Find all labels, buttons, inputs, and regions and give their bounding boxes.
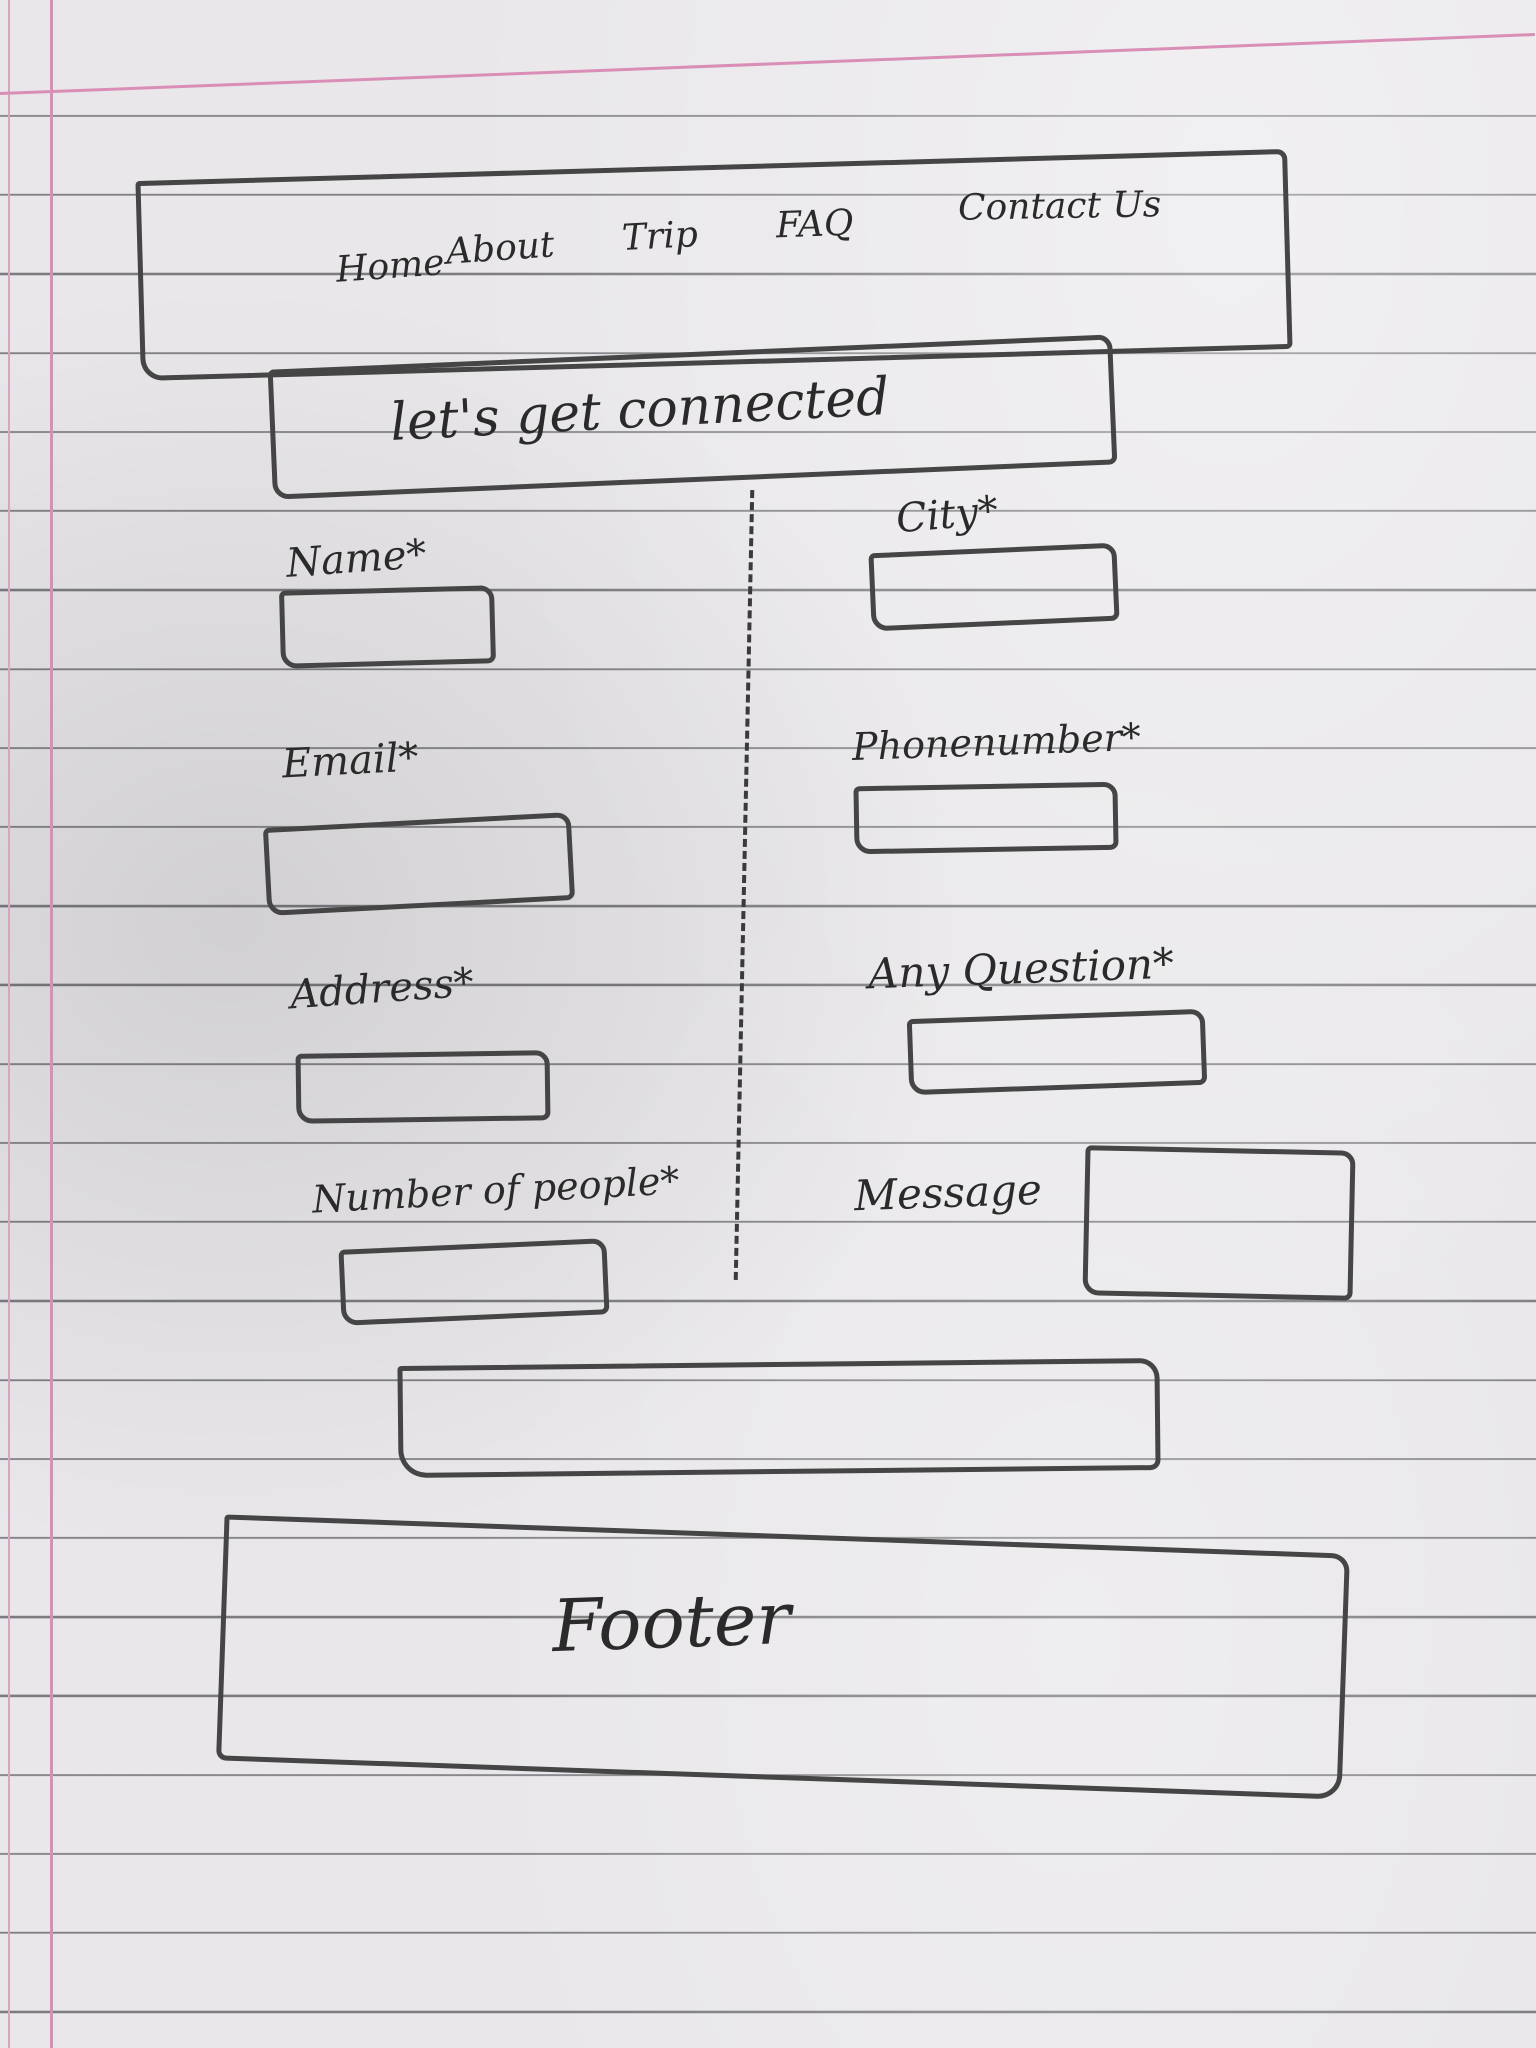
phone-number-input[interactable] bbox=[853, 781, 1119, 855]
nav-link-about[interactable]: About bbox=[444, 224, 556, 273]
paper-margin-line bbox=[50, 0, 53, 2048]
email-label: Email* bbox=[280, 734, 420, 788]
nav-link-trip[interactable]: Trip bbox=[620, 214, 699, 259]
nav-link-home[interactable]: Home bbox=[334, 242, 446, 291]
number-of-people-label: Number of people* bbox=[311, 1158, 681, 1222]
footer-label: Footer bbox=[550, 1575, 793, 1669]
email-input[interactable] bbox=[262, 812, 576, 916]
submit-button[interactable] bbox=[397, 1358, 1161, 1478]
paper-top-margin-line bbox=[0, 33, 1535, 95]
address-label: Address* bbox=[288, 959, 476, 1019]
any-question-input[interactable] bbox=[906, 1008, 1208, 1096]
paper-margin-line-outer bbox=[8, 0, 10, 2048]
city-input[interactable] bbox=[868, 542, 1120, 632]
city-label: City* bbox=[894, 487, 1000, 543]
nav-link-contact-us[interactable]: Contact Us bbox=[957, 184, 1162, 229]
column-divider bbox=[733, 490, 755, 1280]
nav-bar bbox=[135, 148, 1293, 382]
nav-link-faq[interactable]: FAQ bbox=[775, 202, 855, 247]
message-label: Message bbox=[853, 1164, 1043, 1221]
address-input[interactable] bbox=[295, 1050, 551, 1124]
phone-number-label: Phonenumber* bbox=[851, 714, 1142, 770]
message-textarea[interactable] bbox=[1082, 1145, 1356, 1301]
name-label: Name* bbox=[284, 531, 428, 587]
any-question-label: Any Question* bbox=[867, 938, 1175, 999]
number-of-people-input[interactable] bbox=[338, 1238, 610, 1326]
name-input[interactable] bbox=[279, 585, 496, 669]
